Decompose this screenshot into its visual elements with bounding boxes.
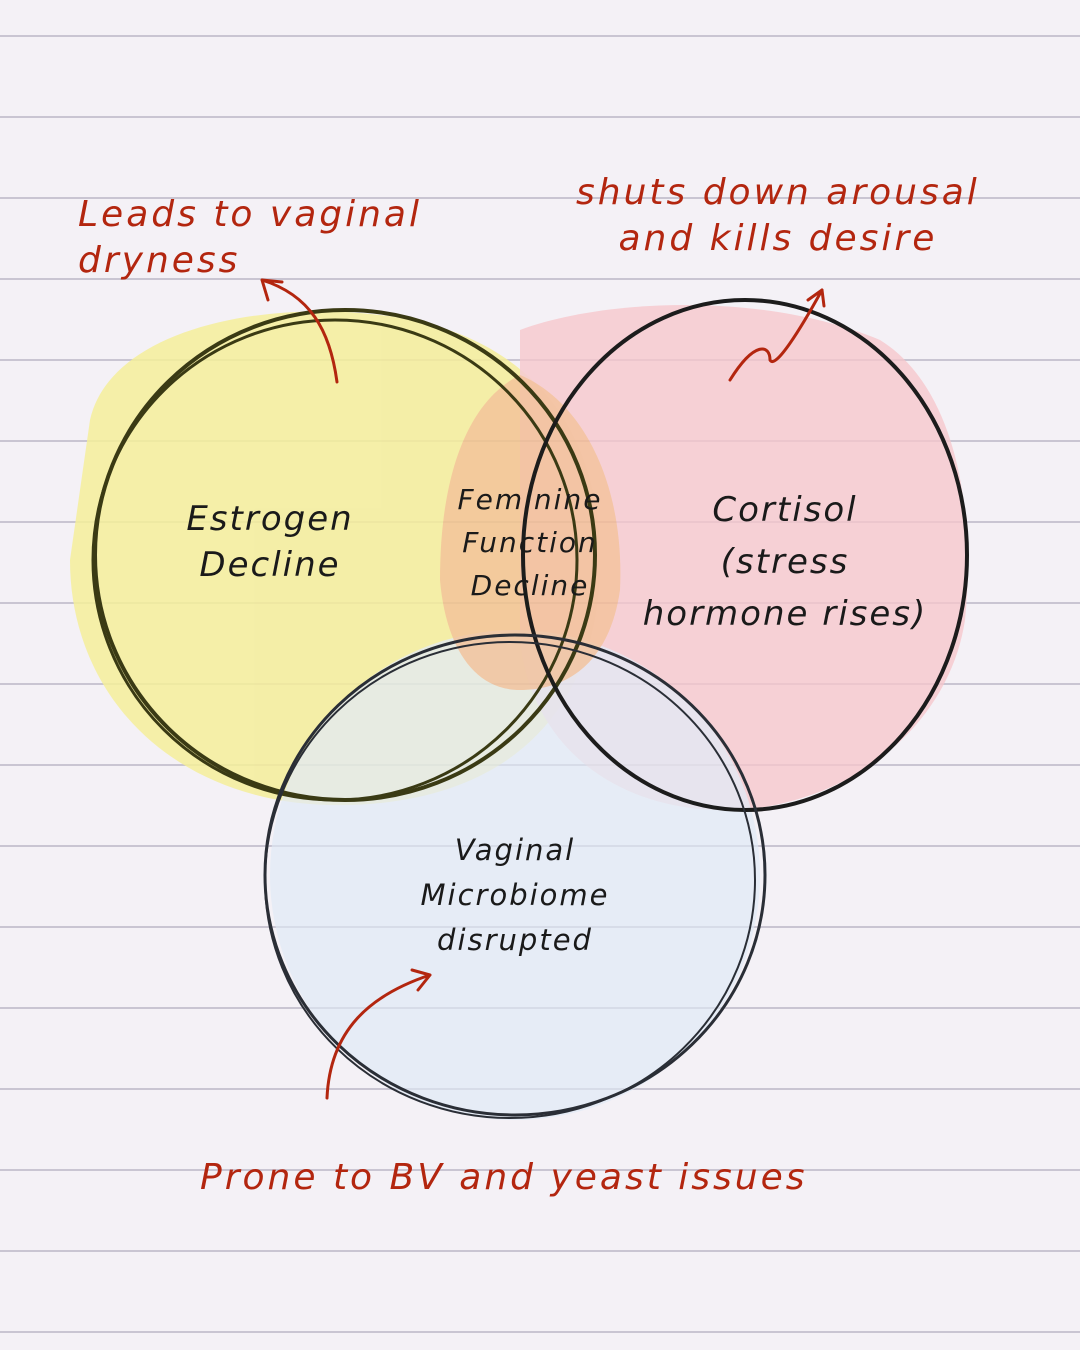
center-label-line1: Feminine <box>457 483 603 516</box>
estrogen-label: Estrogen Decline <box>150 496 390 588</box>
cortisol-label-line3: hormone rises) <box>642 594 928 634</box>
center-fill <box>440 375 621 690</box>
estrogen-note-line2: dryness <box>78 240 241 281</box>
center-label: Feminine Function Decline <box>440 478 620 607</box>
microbiome-note: Prone to BV and yeast issues <box>200 1157 808 1198</box>
cortisol-label: Cortisol (stress hormone rises) <box>625 484 945 640</box>
microbiome-label-line3: disrupted <box>437 923 593 957</box>
cortisol-arrow <box>728 288 826 382</box>
estrogen-label-line2: Decline <box>199 545 341 585</box>
circle-fills <box>70 305 968 1120</box>
microbiome-label-line2: Microbiome <box>420 878 610 912</box>
cortisol-label-line2: (stress <box>720 542 850 582</box>
estrogen-note-line1: Leads to vaginal <box>78 194 422 235</box>
cortisol-note: shuts down arousal and kills desire <box>576 170 980 262</box>
estrogen-arrow <box>260 278 339 384</box>
estrogen-label-line1: Estrogen <box>186 499 354 539</box>
estrogen-outline-2 <box>91 318 579 802</box>
center-label-line2: Function <box>462 526 598 559</box>
microbiome-arrow <box>325 968 432 1100</box>
center-label-line3: Decline <box>470 569 590 602</box>
microbiome-label-line1: Vaginal <box>454 833 576 867</box>
microbiome-label: Vaginal Microbiome disrupted <box>390 828 640 963</box>
cortisol-label-line1: Cortisol <box>712 490 858 530</box>
annotation-arrows <box>260 278 826 1100</box>
circle-outlines <box>91 298 969 1119</box>
microbiome-fill <box>270 630 760 1120</box>
cortisol-note-line2: and kills desire <box>618 218 938 259</box>
cortisol-note-line1: shuts down arousal <box>576 172 980 213</box>
estrogen-note: Leads to vaginal dryness <box>78 192 422 284</box>
microbiome-outline-2 <box>264 641 756 1119</box>
